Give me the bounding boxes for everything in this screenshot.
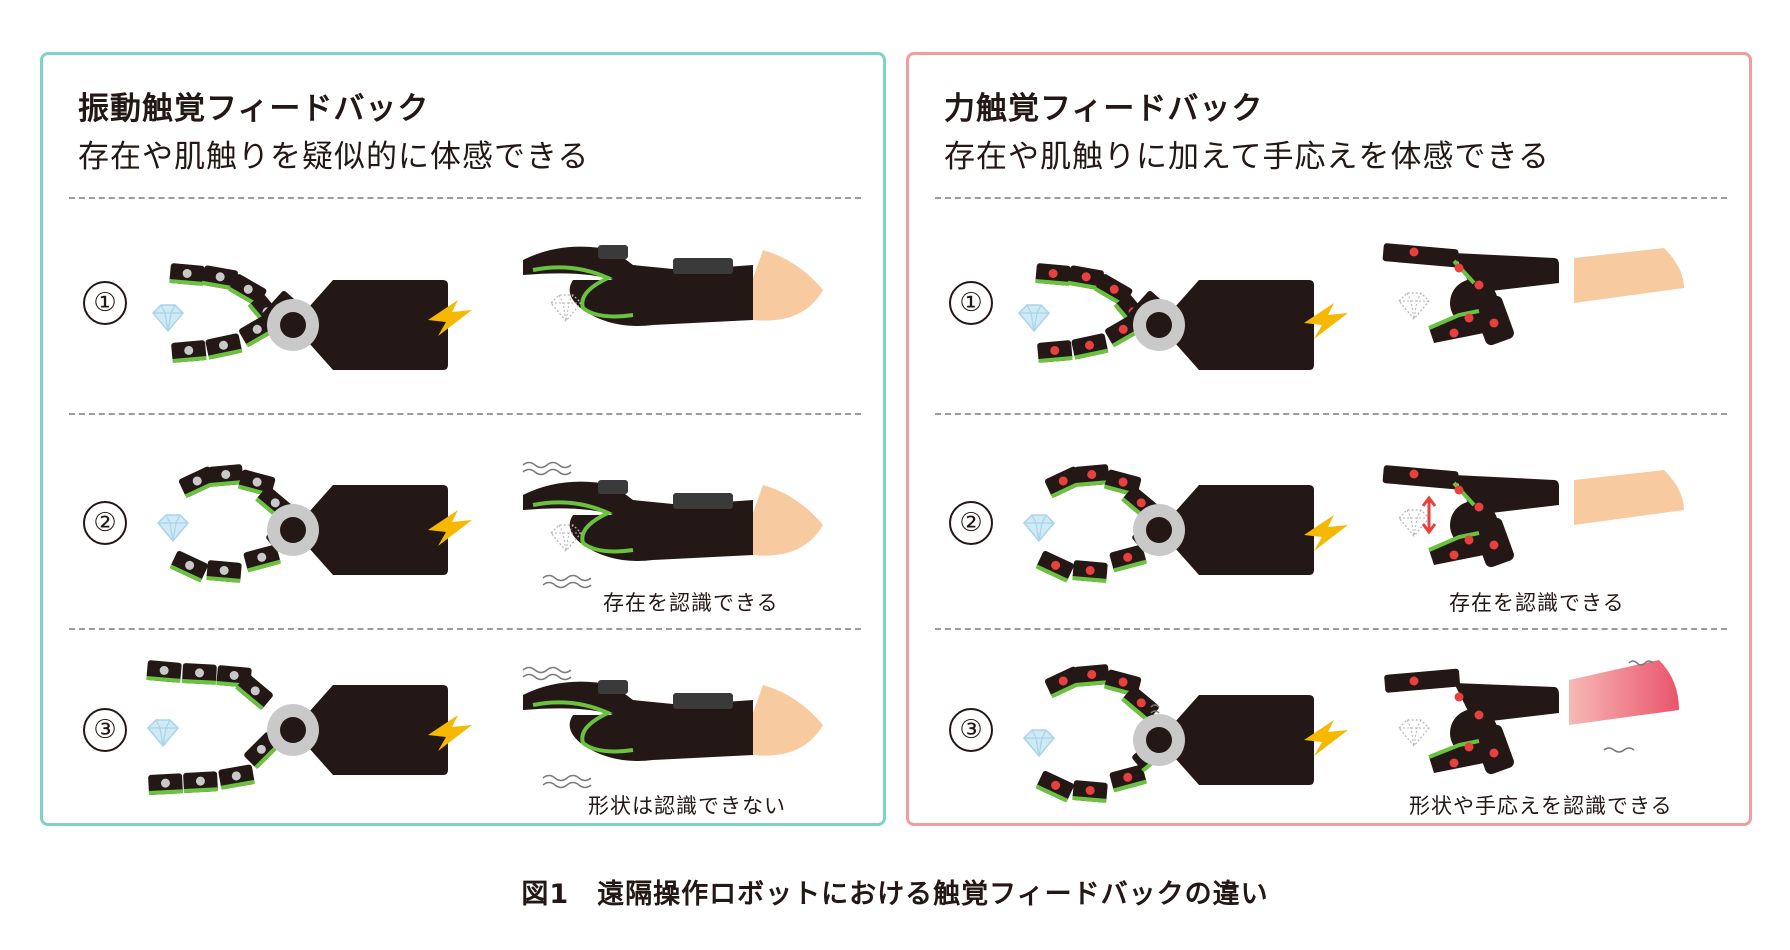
force-exoskeleton-hand-icon [1380,463,1686,571]
divider [69,628,861,630]
divider [935,197,1727,199]
lightning-icon [1304,720,1348,756]
glove-hand-icon [521,666,825,789]
vibration-feedback-panel: 振動触覚フィードバック 存在や肌触りを疑似的に体感できる ① ② [40,52,886,826]
step-number: ③ [83,708,127,752]
lightning-icon [428,510,472,546]
row-caption: 存在を認識できる [1449,591,1625,615]
divider [69,413,861,415]
lightning-icon [428,715,472,751]
row-caption: 形状は認識できない [588,794,786,818]
lightning-icon [428,300,472,336]
force-feedback-panel: 力触覚フィードバック 存在や肌触りに加えて手応えを体感できる ① ② [906,52,1752,826]
divider [935,413,1727,415]
step-number: ③ [949,708,993,752]
row-caption: 形状や手応えを認識できる [1409,794,1673,818]
divider [935,628,1727,630]
vibration-panel-subtitle: 存在や肌触りを疑似的に体感できる [78,139,590,175]
step-number: ① [949,281,993,325]
divider [69,197,861,199]
robot-gripper-icon [1023,664,1314,803]
force-exoskeleton-hand-icon [1380,241,1686,349]
step-number: ① [83,281,127,325]
row-caption: 存在を認識できる [603,591,779,615]
glove-hand-icon [521,461,825,589]
step-number: ② [83,501,127,545]
lightning-icon [1304,303,1348,339]
lightning-icon [1304,515,1348,551]
step-number: ② [949,501,993,545]
vibration-panel-title: 振動触覚フィードバック [78,91,430,127]
robot-gripper-icon [152,263,448,370]
force-panel-title: 力触覚フィードバック [944,91,1264,127]
robot-gripper-icon [146,660,448,795]
glove-hand-icon [521,243,825,328]
robot-gripper-icon [157,464,448,583]
figure-caption: 図1 遠隔操作ロボットにおける触覚フィードバックの違い [521,879,1269,910]
robot-gripper-icon [1018,263,1314,370]
force-exoskeleton-hand-icon [1384,660,1679,775]
force-panel-subtitle: 存在や肌触りに加えて手応えを体感できる [944,139,1550,175]
robot-gripper-icon [1023,464,1314,583]
